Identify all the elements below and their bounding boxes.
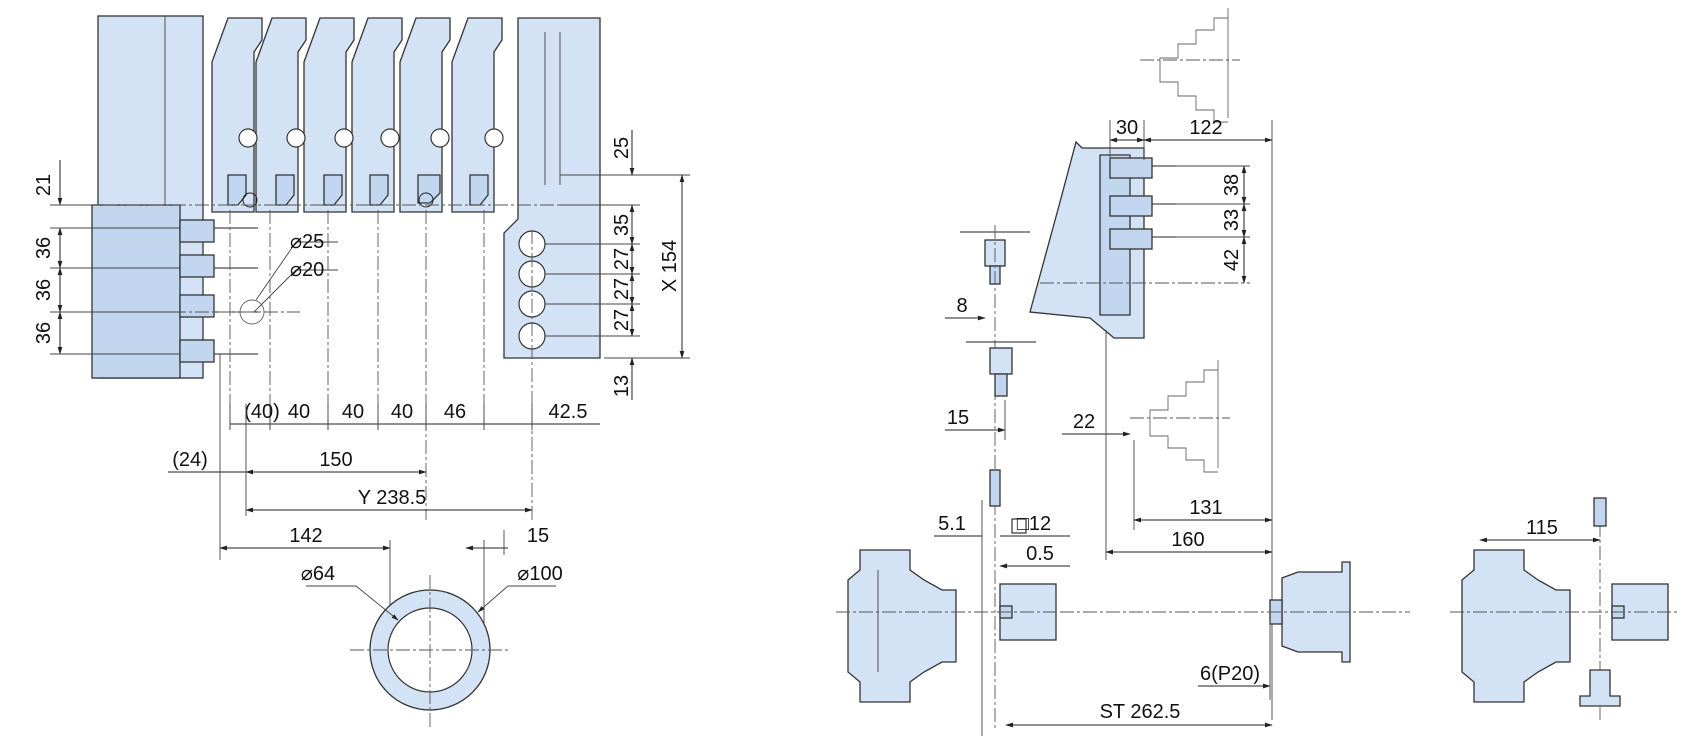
dim-pitch-40-c: 40 [391, 401, 413, 423]
right-vertical-dimensions: 25 35 27 27 27 13 X 154 [545, 130, 690, 400]
left-view: 21 36 36 36 25 35 27 27 27 13 [33, 15, 690, 730]
dim-pitch-40-b: 40 [342, 401, 364, 423]
dim-30: 30 [1116, 117, 1138, 139]
left-vertical-dimensions: 21 36 36 36 [33, 160, 180, 355]
dim-25: 25 [611, 137, 633, 159]
dim-35: 35 [611, 214, 633, 236]
left-centerlines [80, 204, 560, 520]
mid-dimensions: 22 131 160 [1062, 330, 1273, 560]
dim-115: 115 [1526, 517, 1558, 539]
dim-dia-25: ⌀25 [290, 231, 324, 253]
dim-27-c: 27 [611, 309, 633, 331]
pitch-dimensions: (40) 40 40 40 46 42.5 [229, 401, 600, 430]
dim-131: 131 [1189, 497, 1222, 519]
ghost-subspindle-bottom [1130, 360, 1230, 473]
ghost-subspindle-top [1140, 8, 1240, 123]
dim-36-c: 36 [33, 322, 55, 344]
dim-22: 22 [1073, 411, 1095, 433]
dim-160: 160 [1171, 529, 1204, 551]
right-spindle: 115 [1450, 497, 1680, 720]
dim-15: 15 [527, 525, 549, 547]
y-stroke-label: Y 238.5 [358, 487, 427, 509]
dim-8: 8 [956, 295, 967, 317]
small-tools: 8 15 [945, 225, 1036, 736]
dim-0-5: 0.5 [1026, 543, 1054, 565]
dim-dia-100: ⌀100 [517, 563, 562, 585]
end-tool-holders [179, 219, 265, 363]
dim-dia-64: ⌀64 [301, 563, 335, 585]
dim-142: 142 [289, 525, 322, 547]
dim-27-a: 27 [611, 248, 633, 270]
dim-21: 21 [33, 174, 55, 196]
dim-13: 13 [611, 375, 633, 397]
bore-holder [503, 17, 601, 359]
span-dimensions: (24) 150 Y 238.5 [168, 354, 533, 560]
dim-pitch-40-a: 40 [288, 401, 310, 423]
turret-column [91, 15, 204, 379]
x-stroke-label: X 154 [659, 240, 681, 292]
dim-6-p20: 6(P20) [1200, 663, 1260, 685]
dim-offset-24: (24) [172, 449, 208, 471]
dim-36-b: 36 [33, 279, 55, 301]
dim-span-150: 150 [319, 449, 352, 471]
dim-pitch-42-5: 42.5 [549, 401, 588, 423]
spindle-ring: 142 15 ⌀64 ⌀100 [219, 525, 563, 730]
gang-tool-holders [211, 17, 504, 213]
dim-122: 122 [1189, 117, 1222, 139]
right-top-dimensions: 30 122 38 33 42 [1109, 117, 1273, 720]
spindle-small-dimensions: 5.1 □12 0.5 [934, 513, 1070, 569]
dim-dia-20: ⌀20 [290, 259, 324, 281]
st-stroke-label: ST 262.5 [1100, 701, 1181, 723]
dim-38: 38 [1221, 174, 1243, 196]
dim-pitch-46: 46 [444, 401, 466, 423]
dim-pitch-40-ref: (40) [244, 401, 280, 423]
main-spindle [836, 549, 1060, 703]
dim-42: 42 [1221, 249, 1243, 271]
right-view: 30 122 38 33 42 8 15 [836, 8, 1680, 736]
hole-callouts: ⌀25 ⌀20 [253, 231, 338, 313]
dim-36-a: 36 [33, 237, 55, 259]
dim-5-1: 5.1 [938, 513, 966, 535]
dim-33: 33 [1221, 209, 1243, 231]
dim-square-12: □12 [1017, 513, 1051, 535]
dim-15-right: 15 [947, 407, 969, 429]
dim-27-b: 27 [611, 278, 633, 300]
sub-spindle: 6(P20) ST 262.5 [1005, 561, 1410, 728]
turret-block [1029, 140, 1250, 339]
